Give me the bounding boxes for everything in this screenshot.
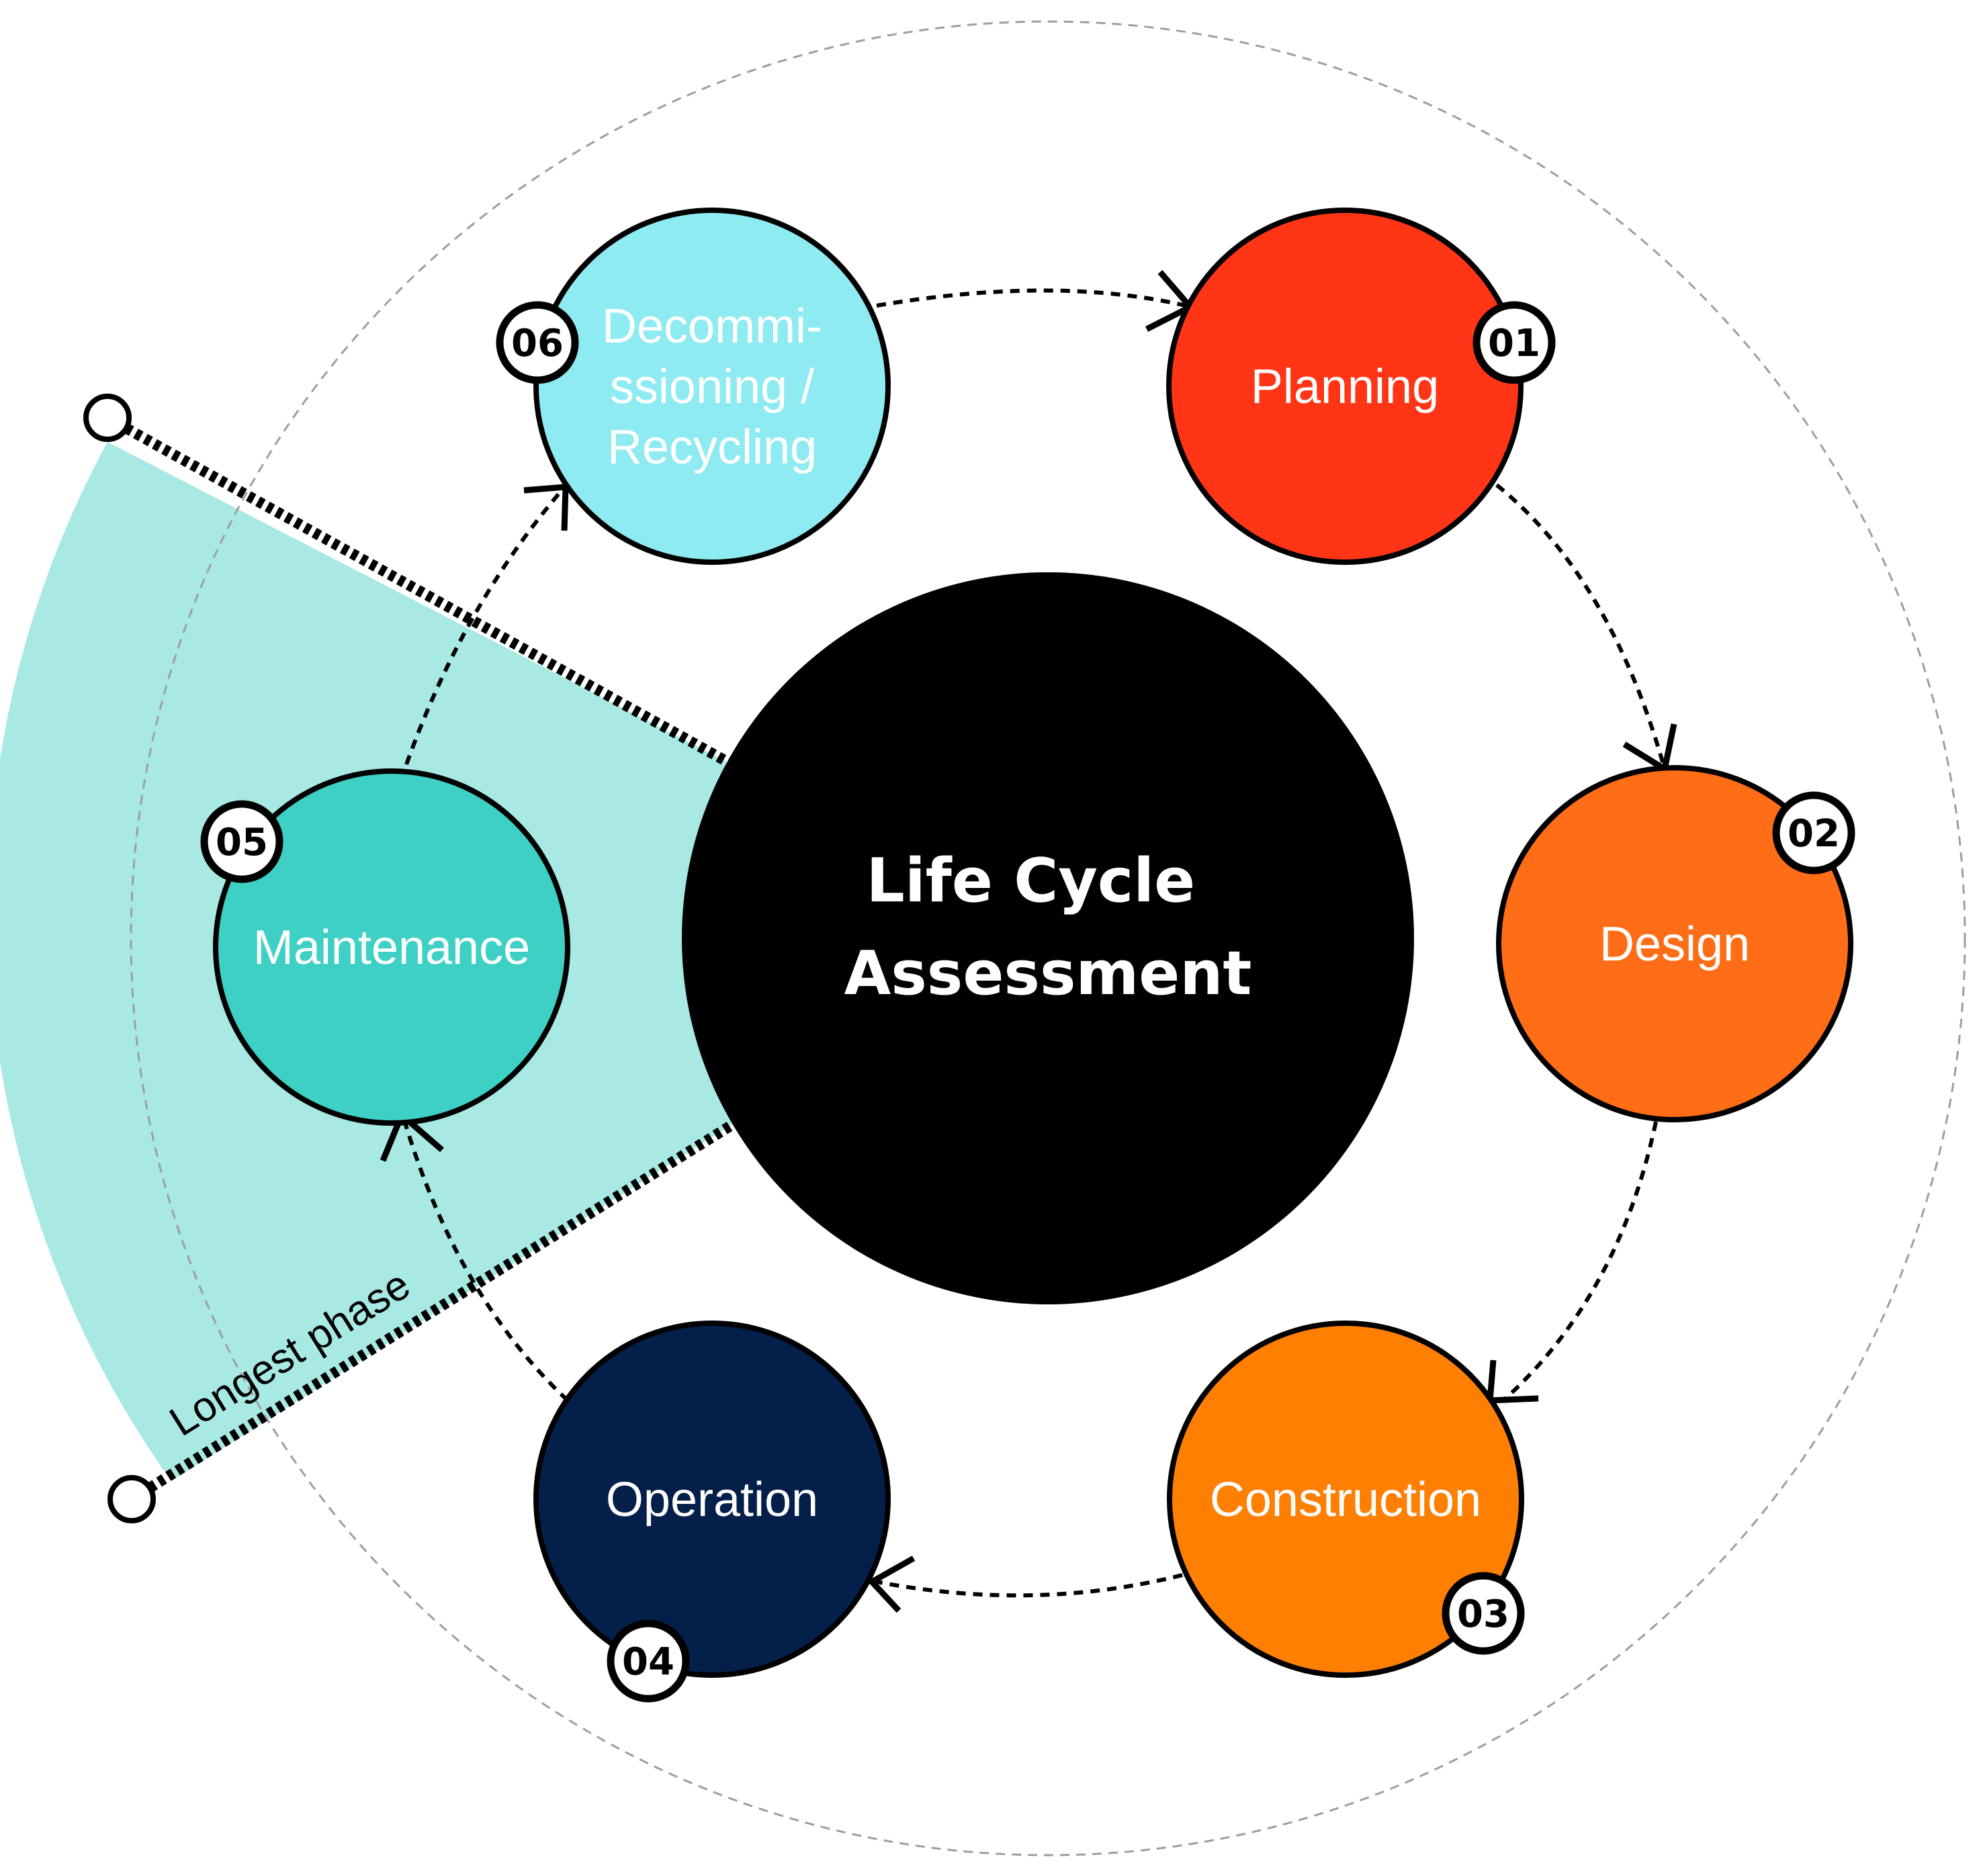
phase-number-badge-maintenance — [200, 800, 283, 883]
phase-label-operation: Operation — [606, 1473, 818, 1527]
band-endpoint-lower — [107, 1475, 156, 1523]
phase-label-line: Maintenance — [253, 921, 530, 975]
phase-circle-operation — [533, 1321, 891, 1678]
phase-number-badge-operation — [607, 1619, 690, 1703]
flow-arrows — [380, 270, 1677, 1613]
phase-number-badge-decommissioning — [496, 301, 579, 384]
phase-node-decommissioning: Decommi-ssioning / Recycling 06 — [496, 208, 891, 565]
phase-label-planning: Planning — [1251, 360, 1439, 414]
phase-label-construction: Construction — [1210, 1473, 1481, 1527]
arrow-design-to-construction — [1501, 1121, 1658, 1402]
phase-number-badge-construction — [1442, 1572, 1525, 1655]
phase-label-maintenance: Maintenance — [253, 921, 530, 975]
band-boundary-lower — [128, 1118, 738, 1504]
phase-circle-decommissioning — [533, 208, 891, 565]
arrowhead-construction — [1487, 1359, 1539, 1404]
phase-node-planning: Planning 01 — [1166, 208, 1556, 565]
phase-number-maintenance: 05 — [216, 821, 268, 864]
outer-orbit-ring — [130, 20, 1966, 1857]
phase-label-line: Operation — [606, 1473, 818, 1527]
phase-label-decommissioning: Decommi-ssioning / Recycling — [602, 300, 822, 474]
phase-label-line: Design — [1599, 918, 1750, 971]
phase-node-construction: Construction 03 — [1167, 1321, 1525, 1678]
arrow-construction-to-operation — [876, 1573, 1183, 1598]
arrowhead-design — [1622, 723, 1677, 774]
arrow-planning-to-design — [1495, 483, 1667, 770]
band-boundary-upper — [105, 413, 732, 768]
phase-number-operation: 04 — [622, 1640, 674, 1684]
arrowhead-operation — [867, 1556, 916, 1613]
phase-node-operation: Operation 04 — [533, 1321, 891, 1703]
phase-node-maintenance: Maintenance 05 — [200, 768, 570, 1126]
center-title: Life Cycle Assessment — [844, 846, 1252, 1009]
phase-number-planning: 01 — [1488, 322, 1540, 365]
phase-label-line: Recycling — [607, 420, 817, 474]
phase-number-construction: 03 — [1457, 1593, 1509, 1636]
phase-number-badge-design — [1772, 791, 1855, 875]
phase-number-design: 02 — [1788, 812, 1840, 856]
phase-label-line: Planning — [1251, 360, 1439, 414]
phase-label-line: Decommi- — [602, 300, 822, 353]
arrow-decommissioning-to-planning — [876, 288, 1186, 308]
phase-circle-construction — [1167, 1321, 1524, 1678]
center-title-line-1: Life Cycle — [866, 846, 1195, 916]
band-endpoint-upper — [83, 394, 132, 442]
phase-circle-design — [1496, 765, 1853, 1122]
center-circle — [682, 572, 1414, 1304]
phase-label-line: ssioning / — [610, 360, 814, 414]
phase-number-decommissioning: 06 — [511, 322, 564, 365]
center-title-line-2: Assessment — [844, 938, 1252, 1009]
phase-label-line: Construction — [1210, 1473, 1481, 1527]
phase-label-design: Design — [1599, 918, 1750, 971]
phase-number-badge-planning — [1472, 301, 1556, 384]
arrow-operation-to-maintenance — [402, 1120, 570, 1402]
phase-circle-maintenance — [213, 768, 570, 1126]
arrow-maintenance-to-decommissioning — [404, 488, 565, 766]
phase-circle-planning — [1166, 208, 1524, 565]
phase-node-design: Design 02 — [1496, 765, 1855, 1122]
